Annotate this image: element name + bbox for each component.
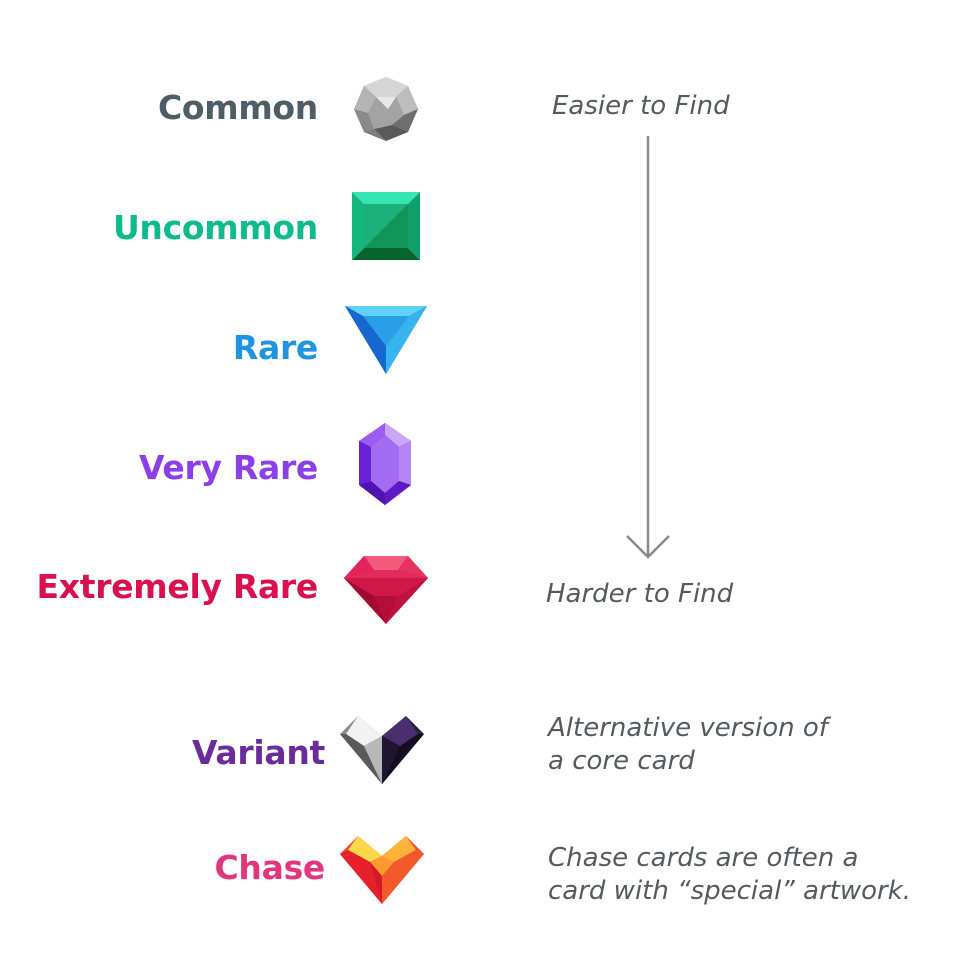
orange-red-heart-gem-icon	[340, 836, 424, 904]
variant-description: Alternative version of a core card	[548, 712, 828, 778]
rarity-label-rare: Rare	[232, 328, 318, 367]
black-white-heart-gem-icon	[340, 716, 424, 784]
rarity-label-very-rare: Very Rare	[138, 448, 318, 487]
chase-description-line-2: card with “special” artwork.	[548, 876, 912, 906]
down-arrow-icon	[625, 136, 671, 564]
blue-triangle-gem-icon	[345, 306, 427, 374]
rarity-label-uncommon: Uncommon	[112, 208, 318, 247]
scale-bottom-label: Harder to Find	[546, 579, 734, 609]
rarity-label-common: Common	[157, 88, 318, 127]
rarity-label-variant: Variant	[191, 733, 325, 772]
gray-round-gem-icon	[352, 75, 420, 143]
scale-top-label: Easier to Find	[552, 91, 730, 121]
chase-description-line-1: Chase cards are often a	[548, 843, 859, 873]
green-square-gem-icon	[352, 192, 420, 260]
chase-description: Chase cards are often a card with “speci…	[548, 842, 911, 908]
red-diamond-gem-icon	[344, 556, 428, 624]
variant-description-line-2: a core card	[548, 746, 695, 776]
rarity-label-chase: Chase	[214, 848, 325, 887]
purple-crystal-gem-icon	[359, 423, 411, 505]
rarity-label-extremely-rare: Extremely Rare	[36, 567, 319, 606]
variant-description-line-1: Alternative version of	[548, 713, 828, 743]
